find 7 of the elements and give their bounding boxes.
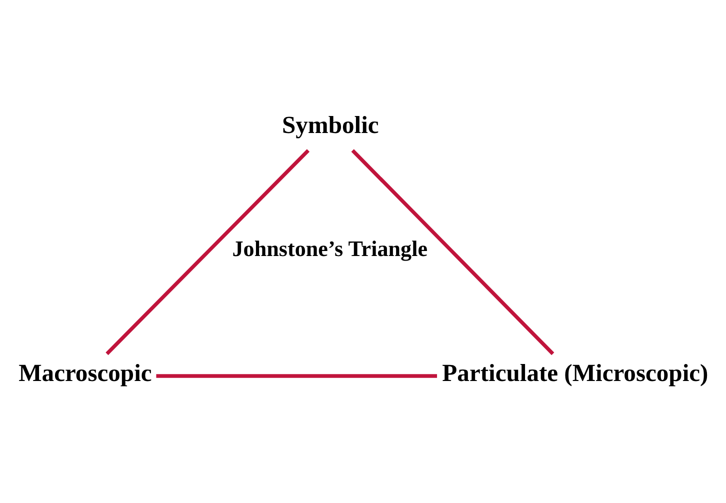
node-text: Symbolic <box>282 111 379 138</box>
connector <box>156 374 438 378</box>
connector <box>351 148 554 355</box>
connector <box>106 148 310 355</box>
node-text: Particulate (Microscopic) <box>442 359 708 386</box>
node-text: Macroscopic <box>18 359 152 386</box>
label: Johnstone’s Triangle <box>232 236 428 261</box>
